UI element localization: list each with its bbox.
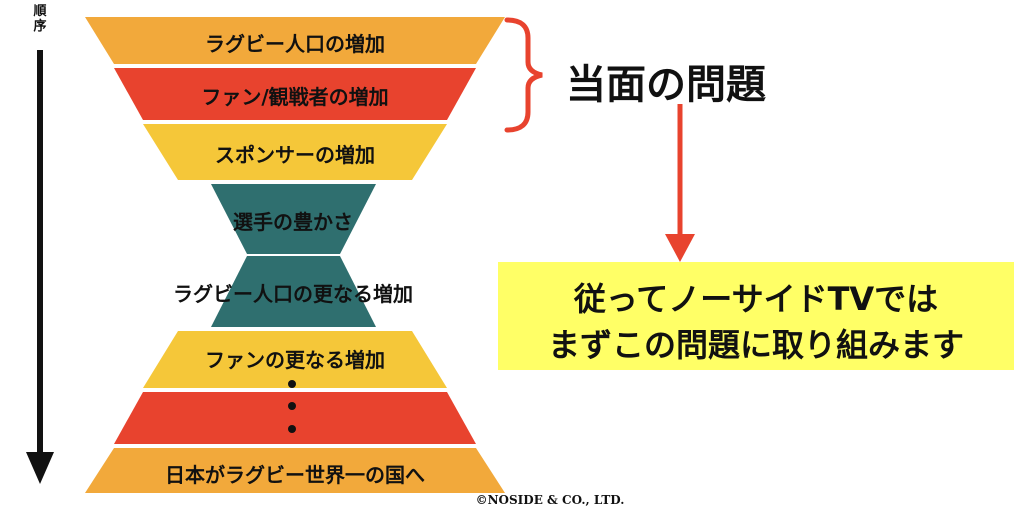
order-arrow-head	[26, 452, 54, 484]
band-label-2: ファン/観戦者の増加	[201, 85, 389, 109]
band-8	[85, 448, 505, 493]
continuation-dot	[288, 402, 296, 410]
issue-title: 当面の問題	[566, 62, 766, 108]
callout-box: 従ってノーサイドTVでは まずこの問題に取り組みます	[498, 262, 1014, 370]
continuation-dot	[288, 380, 296, 388]
callout-arrow-head	[665, 234, 695, 262]
band-6	[143, 331, 447, 388]
copyright-notice: ©NOSIDE & CO., LTD.	[475, 493, 625, 507]
callout-line-2: まずこの問題に取り組みます	[547, 326, 964, 364]
band-label-8: 日本がラグビー世界一の国へ	[165, 463, 425, 487]
band-label-6: ファンの更なる増加	[205, 348, 385, 372]
band-5	[211, 256, 376, 327]
order-label: 順序	[33, 4, 47, 34]
band-label-4: 選手の豊かさ	[233, 210, 353, 234]
band-label-5: ラグビー人口の更なる増加	[173, 282, 413, 306]
bracket-brace	[504, 17, 543, 133]
callout-line-1: 従ってノーサイドTVでは	[573, 280, 939, 318]
band-2	[114, 68, 476, 120]
band-label-3: スポンサーの増加	[215, 143, 375, 167]
band-1	[85, 17, 505, 64]
band-4	[211, 184, 376, 254]
continuation-dot	[288, 425, 296, 433]
band-3	[143, 124, 447, 180]
band-7	[114, 392, 476, 444]
band-label-1: ラグビー人口の増加	[205, 32, 385, 56]
